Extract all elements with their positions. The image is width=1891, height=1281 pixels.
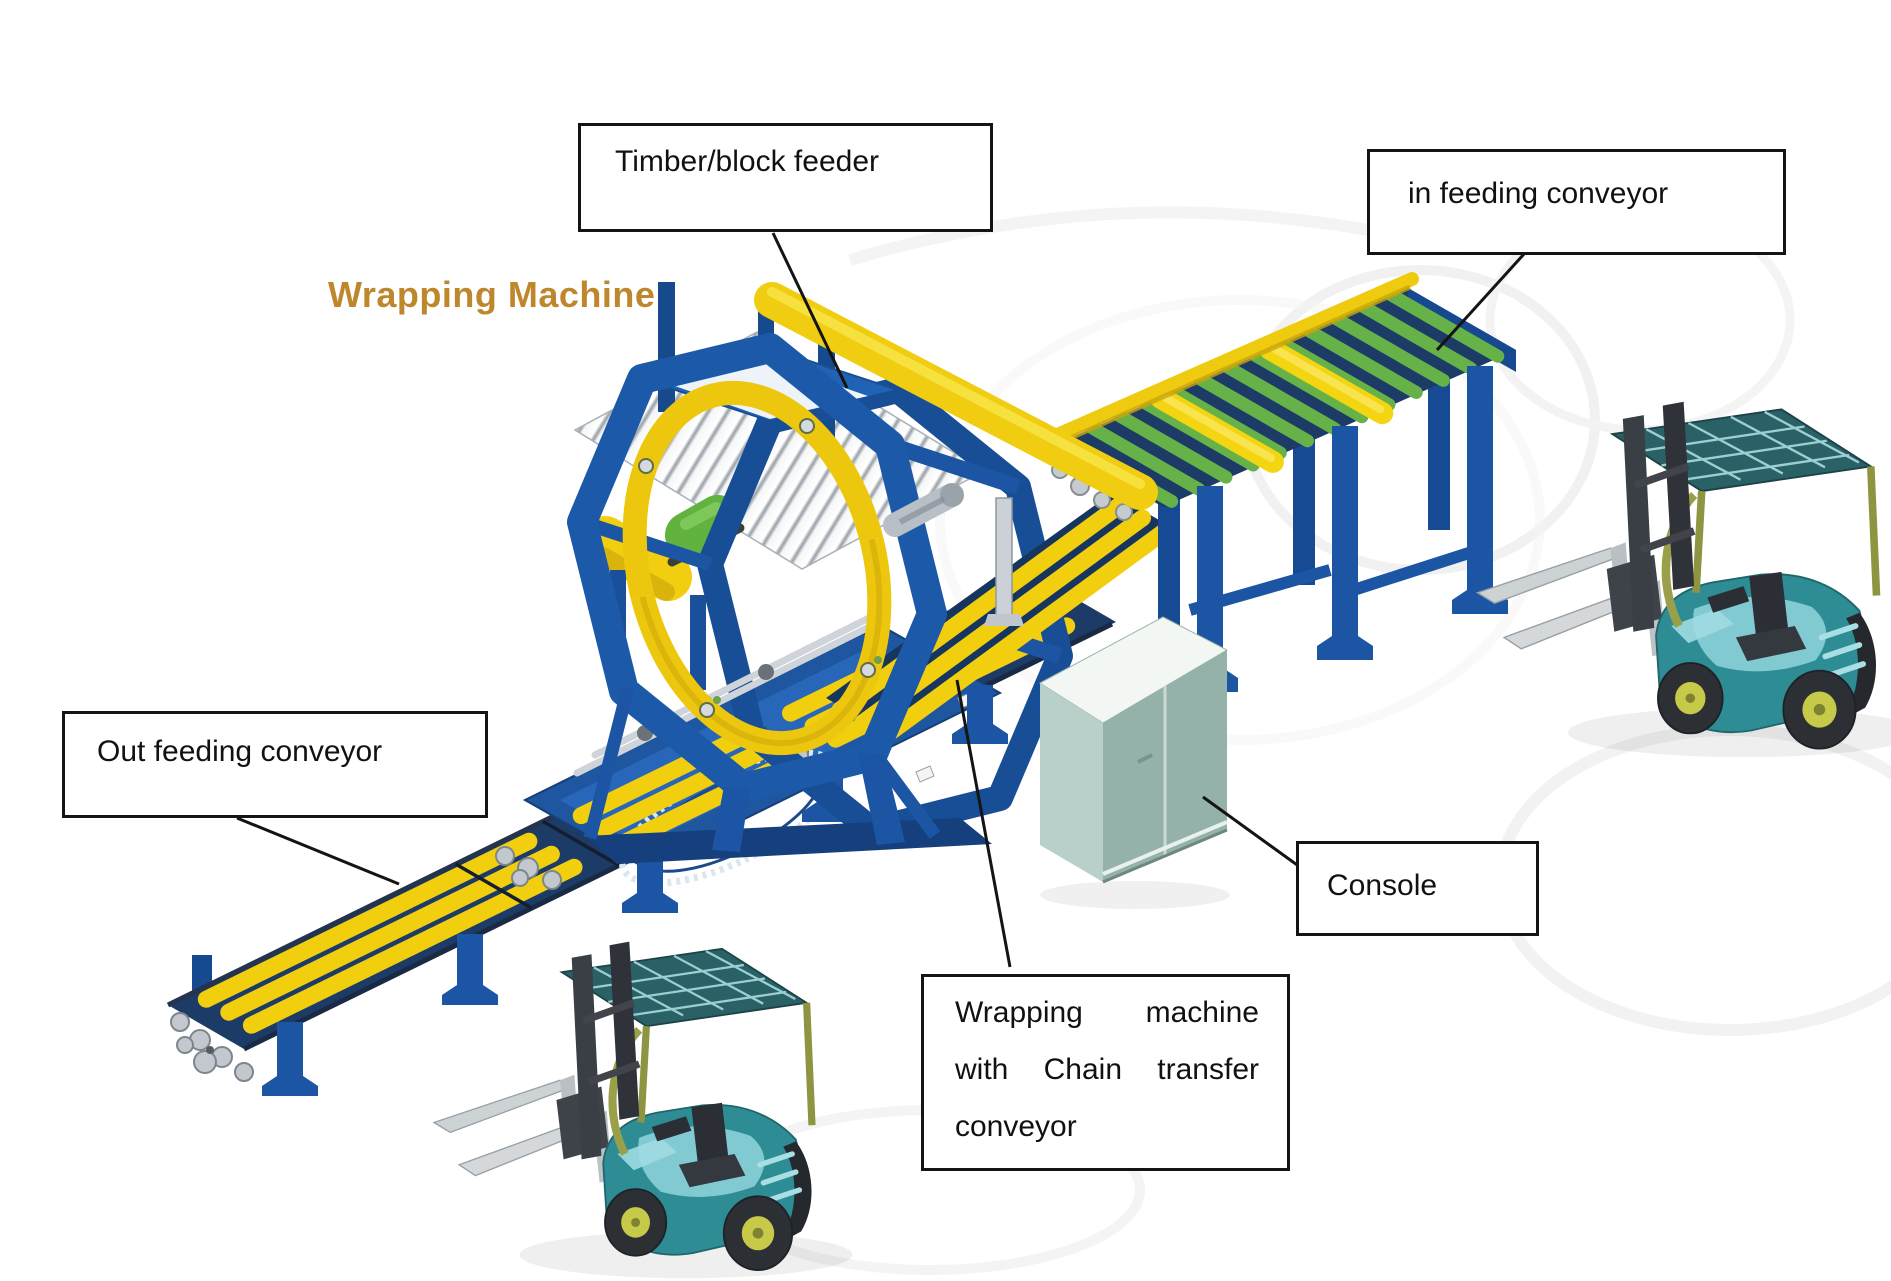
leader-lines [236,232,1526,968]
label-wrapping-machine-line2: with Chain transfer [955,1053,1259,1086]
timber-planks [1149,338,1394,473]
console-cabinet [1039,616,1230,909]
in-feeding-conveyor [1039,272,1516,692]
leader-in-feeding [1435,252,1526,352]
forklift-bottom [434,942,853,1279]
wrapping-ring-far-arc [622,380,884,600]
label-console-text: Console [1327,869,1438,902]
label-wrapping-machine-line3: conveyor [955,1110,1077,1143]
label-in-feeding-conveyor-text: in feeding conveyor [1408,177,1669,210]
leader-out-feeding [236,816,400,886]
label-wrapping-machine-line1: Wrapping machine [955,996,1259,1029]
leader-wrapping-machine [955,679,1012,968]
label-out-feeding-conveyor-text: Out feeding conveyor [97,735,383,768]
label-wrapping-machine: Wrapping machine with Chain transfer con… [921,974,1290,1171]
diagram-title: Wrapping Machine [328,274,656,315]
label-out-feeding-conveyor: Out feeding conveyor [62,711,488,818]
label-timber-block-feeder-text: Timber/block feeder [615,145,879,178]
label-console: Console [1296,841,1539,936]
forklift-right [1478,402,1891,757]
label-in-feeding-conveyor: in feeding conveyor [1367,149,1786,255]
label-timber-block-feeder: Timber/block feeder [578,123,993,232]
timber-block-feeder [754,282,1158,510]
leader-timber-feeder [771,232,849,389]
wrapping-machine [567,333,1174,864]
